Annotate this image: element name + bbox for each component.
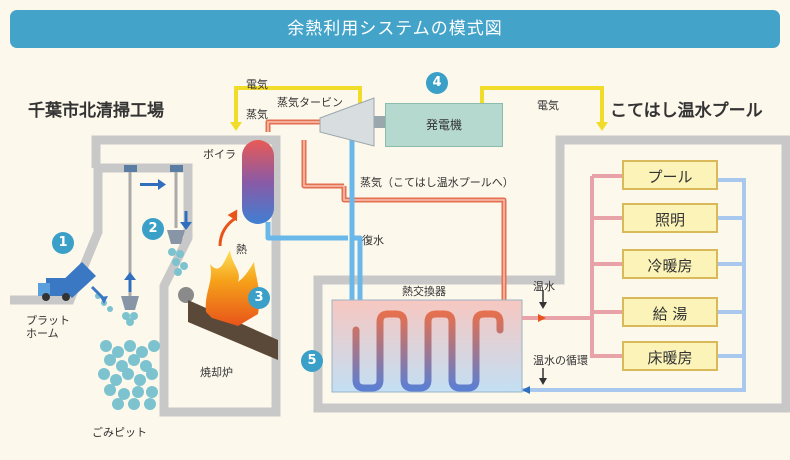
use-floor-heating: 床暖房 <box>622 341 718 371</box>
step-badge-4: 4 <box>426 72 448 94</box>
boiler-label: ボイラ <box>203 148 236 161</box>
garbage-truck <box>38 262 96 301</box>
crane-grab-left <box>121 296 139 310</box>
generator-label: 発電機 <box>425 118 462 132</box>
garbage-pit-waste <box>98 340 160 410</box>
steam-to-pool-label: 蒸気（こてはし温水プールへ） <box>360 176 514 189</box>
use-air-conditioning: 冷暖房 <box>622 249 718 279</box>
boiler <box>242 140 274 224</box>
left-facility-name: 千葉市北清掃工場 <box>28 101 164 121</box>
steam-turbine-label: 蒸気タービン <box>277 96 343 109</box>
steam-turbine <box>319 97 375 147</box>
steam-label: 蒸気 <box>246 108 268 121</box>
diagram-title: 余熱利用システムの模式図 <box>287 19 503 39</box>
water-pipes <box>265 140 363 330</box>
hot-water-circulation-label: 温水の循環 <box>533 354 588 367</box>
crane-movement-arrows <box>124 179 192 292</box>
garbage-pit-label: ごみピット <box>92 426 147 439</box>
return-water-label: 復水 <box>362 234 384 247</box>
heat-label: 熱 <box>236 243 247 256</box>
step-badge-3: 3 <box>248 287 270 309</box>
use-pool: プール <box>622 160 718 190</box>
use-hot-water-supply: 給 湯 <box>622 297 718 327</box>
hot-water-label: 温水 <box>533 280 555 293</box>
title-bar: 余熱利用システムの模式図 <box>10 10 780 48</box>
step-badge-1: 1 <box>52 232 74 254</box>
step-badge-2: 2 <box>142 218 164 240</box>
feeder-wheel <box>178 287 194 303</box>
circulation-pipes <box>522 174 746 392</box>
electricity-left-label: 電気 <box>246 78 268 91</box>
pool-outline <box>313 135 790 413</box>
incinerator-label: 焼却炉 <box>200 366 233 379</box>
electricity-right-label: 電気 <box>537 99 559 112</box>
electric-lines <box>234 86 604 124</box>
heat-exchanger-label: 熱交換器 <box>402 285 446 298</box>
platform-label: プラット ホーム <box>26 314 70 340</box>
step-badge-5: 5 <box>301 350 323 372</box>
generator: 発電機 <box>385 103 503 147</box>
heat-exchanger-coil <box>352 310 504 392</box>
crane-grab-right <box>167 230 185 244</box>
use-lighting: 照明 <box>622 203 718 233</box>
fire <box>205 250 260 326</box>
right-facility-name: こてはし温水プール <box>610 101 763 121</box>
factory-outline <box>10 135 281 417</box>
